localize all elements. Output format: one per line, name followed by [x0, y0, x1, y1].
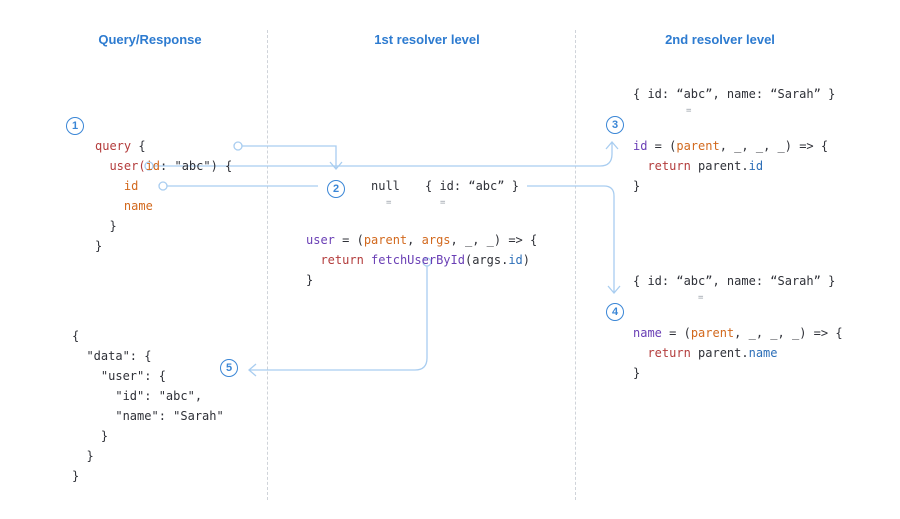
- first-resolver-close: }: [306, 273, 314, 287]
- response-line-6: }: [100, 429, 109, 443]
- step-badge-4: 4: [606, 303, 624, 321]
- query-close-outer: }: [95, 239, 103, 253]
- arrowhead-left: [248, 363, 257, 377]
- first-args-equals: =: [440, 198, 446, 208]
- first-resolver-parent-param: parent: [363, 233, 408, 247]
- connector-to-name-resolver: [527, 185, 615, 292]
- second-name-obj: parent.: [690, 346, 749, 360]
- second-name-parent-label: { id: “abc”, name: “Sarah” }: [633, 274, 836, 288]
- second-id-obj: parent.: [690, 159, 749, 173]
- second-name-prop: name: [748, 346, 778, 360]
- first-resolver-assign: = (: [334, 233, 364, 247]
- first-resolver-name: user: [306, 233, 335, 247]
- first-parent-equals: =: [386, 198, 392, 208]
- second-id-return: return: [647, 159, 691, 173]
- first-resolver-call-end: ): [522, 253, 531, 267]
- step-badge-1: 1: [66, 117, 84, 135]
- second-id-resolver-name: id: [633, 139, 648, 153]
- first-resolver-args-param: args: [421, 233, 451, 247]
- connector-id-to-resolver: [153, 143, 613, 167]
- first-parent-value-label: null: [371, 179, 400, 193]
- query-arg-rest: : "abc") {: [160, 159, 233, 173]
- connector-return-to-response: [250, 266, 428, 371]
- response-line-5: "name": "Sarah": [115, 409, 224, 423]
- second-name-equals: =: [698, 293, 704, 303]
- first-resolver-call: fetchUserById: [371, 253, 465, 267]
- arrowhead-down-1: [329, 161, 343, 170]
- connector-dot-user: [233, 141, 243, 151]
- second-name-params-rest: , _, _, _) => {: [734, 326, 843, 340]
- first-resolver-return: return: [320, 253, 364, 267]
- first-resolver-code: user = (parent, args, _, _) => { return …: [306, 210, 537, 290]
- connector-user-to-resolver: [242, 145, 337, 168]
- column-divider-left: [267, 30, 268, 500]
- query-open: {: [131, 139, 146, 153]
- second-id-parent-label: { id: “abc”, name: “Sarah” }: [633, 87, 836, 101]
- response-line-2: "data": {: [86, 349, 152, 363]
- second-name-assign: = (: [661, 326, 691, 340]
- query-user-field: user(: [109, 159, 146, 173]
- arrowhead-down-2: [607, 285, 621, 294]
- query-close-inner: }: [109, 219, 117, 233]
- second-name-return: return: [647, 346, 691, 360]
- header-second-resolver-level: 2nd resolver level: [665, 32, 775, 47]
- response-line-1: {: [72, 329, 80, 343]
- second-id-close: }: [633, 179, 641, 193]
- query-field-id: id: [123, 179, 139, 193]
- second-id-params-rest: , _, _, _) => {: [719, 139, 829, 153]
- column-divider-right: [575, 30, 576, 500]
- arrowhead-up: [605, 141, 619, 150]
- query-id-arg: id: [145, 159, 161, 173]
- first-resolver-params-rest: , _, _) => {: [450, 233, 538, 247]
- query-field-name: name: [123, 199, 153, 213]
- first-resolver-call-prop: id: [508, 253, 523, 267]
- second-id-resolver-code: id = (parent, _, _, _) => { return paren…: [633, 116, 828, 196]
- first-args-value-label: { id: “abc” }: [425, 179, 519, 193]
- step-badge-2: 2: [327, 180, 345, 198]
- second-name-resolver-code: name = (parent, _, _, _) => { return par…: [633, 303, 843, 383]
- header-first-resolver-level: 1st resolver level: [374, 32, 480, 47]
- second-name-parent-param: parent: [690, 326, 735, 340]
- step-badge-3: 3: [606, 116, 624, 134]
- header-query-response: Query/Response: [98, 32, 202, 47]
- response-line-4: "id": "abc",: [115, 389, 203, 403]
- second-name-resolver-name: name: [633, 326, 662, 340]
- query-keyword: query: [95, 139, 132, 153]
- response-line-8: }: [72, 469, 80, 483]
- second-id-parent-param: parent: [676, 139, 720, 153]
- query-code-block: query { user(id: "abc") { id name } }: [95, 116, 232, 256]
- response-line-3: "user": {: [100, 369, 166, 383]
- response-code-block: { "data": { "user": { "id": "abc", "name…: [72, 306, 224, 486]
- second-id-assign: = (: [647, 139, 677, 153]
- second-name-close: }: [633, 366, 641, 380]
- second-id-equals: =: [686, 106, 692, 116]
- first-resolver-comma: ,: [407, 233, 422, 247]
- step-badge-5: 5: [220, 359, 238, 377]
- first-resolver-call-args: (args.: [464, 253, 509, 267]
- response-line-7: }: [86, 449, 94, 463]
- second-id-prop: id: [748, 159, 764, 173]
